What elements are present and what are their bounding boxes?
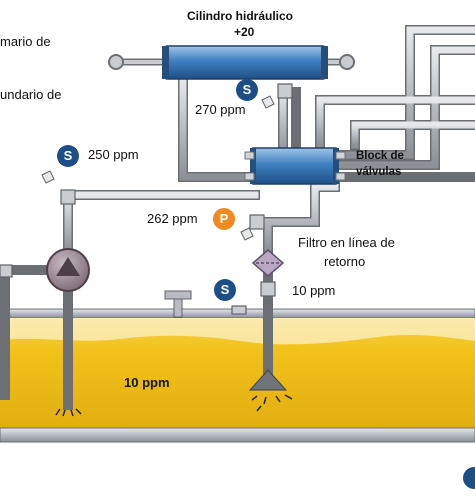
- pressure-badge: P: [213, 208, 235, 230]
- valve-block-label-1: Block de: [356, 150, 404, 162]
- suction-strainer: [55, 408, 82, 417]
- cylinder-title: Cilindro hidráulico: [187, 9, 294, 23]
- pump-ppm-label: 250 ppm: [88, 147, 139, 162]
- sample-badge-cylinder: S: [236, 79, 258, 101]
- sample-badge-edge: [463, 467, 475, 489]
- tank-ppm-label: 10 ppm: [124, 375, 170, 390]
- hydraulic-cylinder: [108, 45, 355, 80]
- sampling-valve-icons: [41, 95, 275, 241]
- return-diffuser: [248, 369, 293, 412]
- edge-label-top: mario de: [0, 34, 51, 49]
- valve-block: [244, 147, 346, 185]
- sample-badge-return: S: [214, 279, 236, 301]
- return-ppm-label: 10 ppm: [292, 283, 336, 298]
- return-filter: [251, 249, 285, 277]
- oil-surface: [0, 318, 475, 345]
- cylinder-ppm-label: 270 ppm: [195, 102, 246, 117]
- cylinder-code: +20: [234, 25, 255, 39]
- filter-label-1: Filtro en línea de: [298, 235, 395, 250]
- valve-block-label-2: válvulas: [356, 166, 402, 178]
- sample-badge-pump: S: [57, 145, 79, 167]
- sampling-fittings: [0, 83, 293, 315]
- breather-fitting: [164, 290, 192, 318]
- hydraulic-pump: [46, 248, 90, 292]
- edge-label-mid: undario de: [0, 87, 62, 102]
- filter-label-2: retorno: [324, 254, 366, 269]
- pressure-ppm-label: 262 ppm: [147, 211, 198, 226]
- tank-bottom: [0, 427, 475, 443]
- reservoir: [0, 308, 475, 443]
